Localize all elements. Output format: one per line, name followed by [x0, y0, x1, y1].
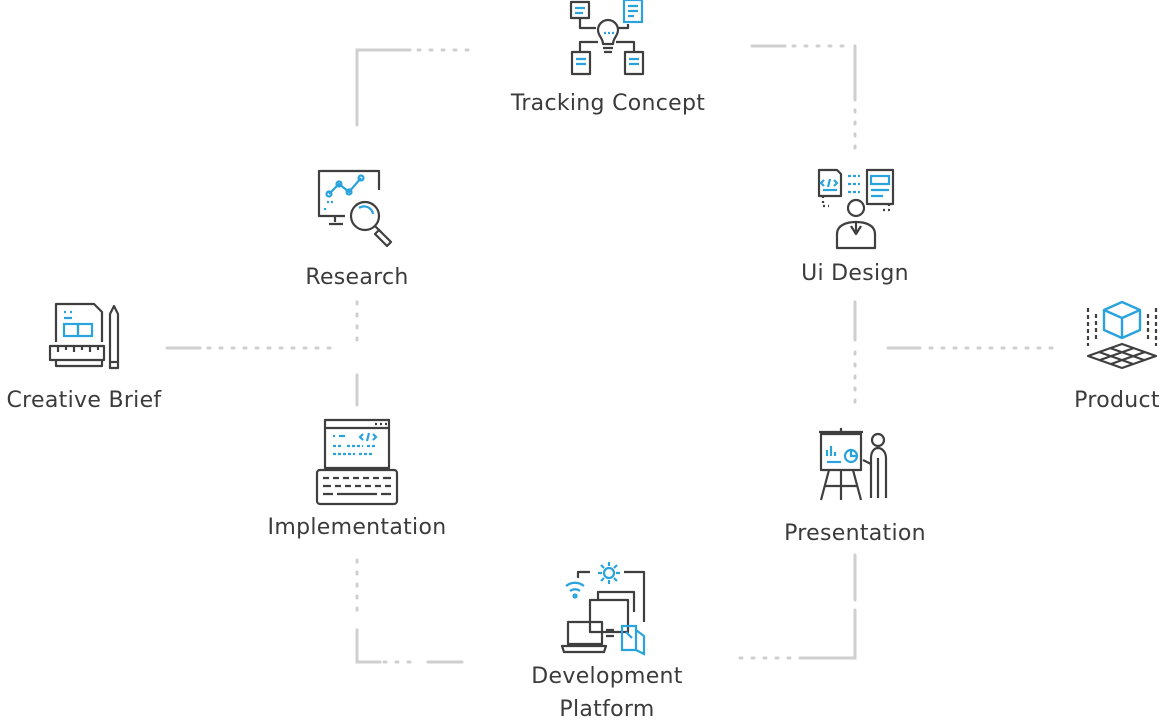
- node-label: Research: [305, 265, 409, 290]
- node-label: Tracking Concept: [510, 91, 706, 116]
- node-label: Product: [1074, 388, 1160, 413]
- blueprint-ruler-icon: [48, 302, 120, 370]
- node-label: Presentation: [784, 521, 926, 546]
- analytics-magnifier-icon: [317, 169, 393, 248]
- idea-network-icon: [569, 0, 645, 76]
- connector-research-tracking: [355, 48, 412, 127]
- 3d-cube-icon: [1086, 300, 1158, 370]
- node-label: Implementation: [267, 515, 447, 540]
- node-label-line2: Platform: [559, 697, 655, 722]
- node-label-line1: Development: [531, 664, 683, 689]
- node-label: Ui Design: [801, 261, 909, 286]
- designer-wireframe-icon: [817, 168, 895, 250]
- code-keyboard-icon: [315, 418, 399, 506]
- presenter-easel-icon: [819, 428, 888, 501]
- devices-gear-icon: [560, 562, 646, 656]
- node-label: Creative Brief: [6, 388, 162, 413]
